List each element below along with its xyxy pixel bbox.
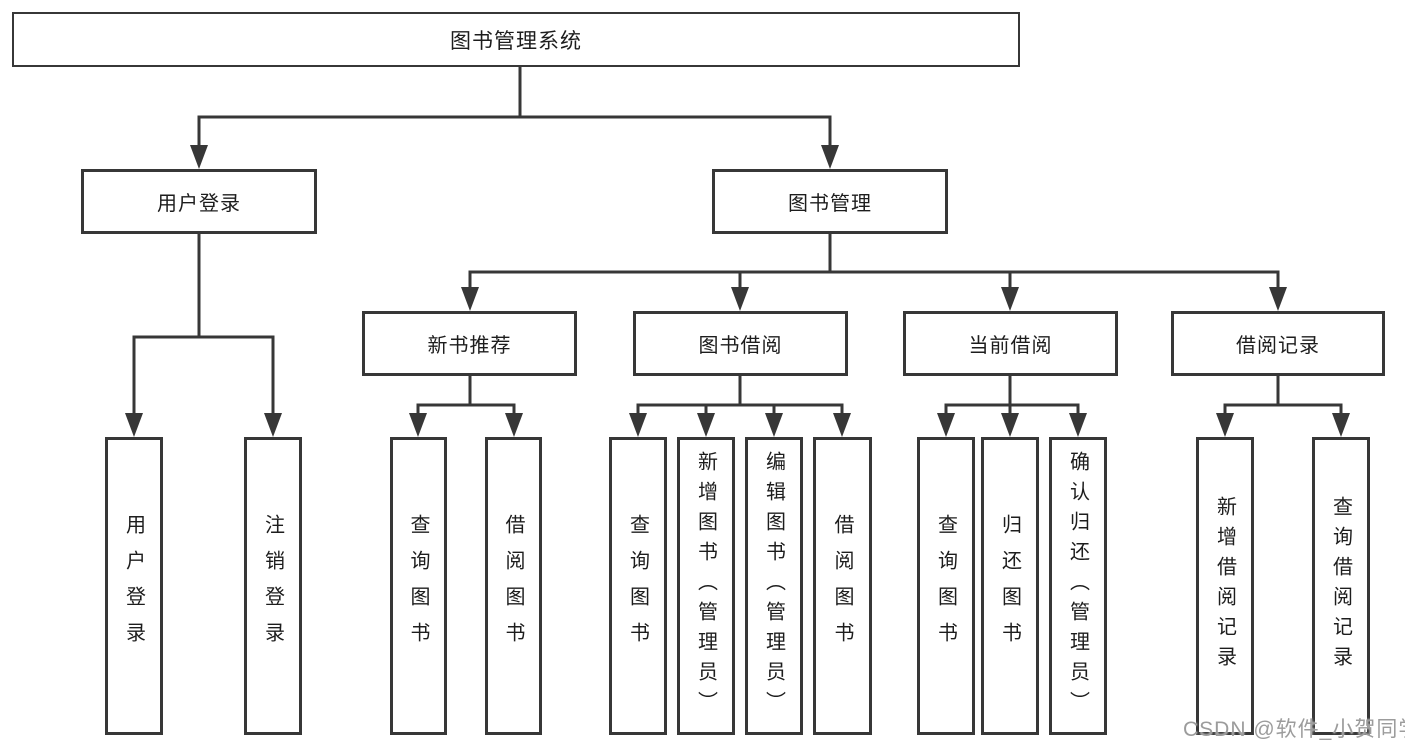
node-current-borrowing-label: 当前借阅	[968, 335, 1053, 357]
node-br-add-record-label: 新增借阅记录	[1213, 496, 1236, 676]
node-nb-query-books: 查询图书	[390, 437, 447, 735]
node-root-label: 图书管理系统	[450, 29, 582, 53]
node-bb-edit-books-admin-label: 编辑图书（管理员）	[762, 451, 785, 721]
node-cb-confirm-return-admin: 确认归还（管理员）	[1049, 437, 1107, 735]
node-book-borrowing: 图书借阅	[633, 311, 848, 376]
node-nb-borrow-books: 借阅图书	[485, 437, 542, 735]
node-cb-query-books: 查询图书	[917, 437, 975, 735]
node-cb-confirm-return-admin-label: 确认归还（管理员）	[1066, 451, 1089, 721]
node-cb-query-books-label: 查询图书	[934, 514, 957, 658]
node-book-management: 图书管理	[712, 169, 948, 234]
node-book-management-label: 图书管理	[788, 193, 872, 215]
node-user-login-label: 用户登录	[157, 193, 241, 215]
node-br-add-record: 新增借阅记录	[1196, 437, 1254, 735]
node-logout-action-label: 注销登录	[261, 514, 284, 658]
node-bb-add-books-admin-label: 新增图书（管理员）	[694, 451, 717, 721]
csdn-watermark: CSDN @软件_小贺同学	[1183, 718, 1405, 741]
node-br-query-record-label: 查询借阅记录	[1329, 496, 1352, 676]
node-bb-query-books: 查询图书	[609, 437, 667, 735]
node-bb-query-books-label: 查询图书	[626, 514, 649, 658]
node-bb-add-books-admin: 新增图书（管理员）	[677, 437, 735, 735]
node-cb-return-books-label: 归还图书	[998, 514, 1021, 658]
node-user-login: 用户登录	[81, 169, 317, 234]
node-login-action-label: 用户登录	[122, 514, 145, 658]
node-nb-query-books-label: 查询图书	[407, 514, 429, 658]
node-cb-return-books: 归还图书	[981, 437, 1039, 735]
node-bb-borrow-books: 借阅图书	[813, 437, 872, 735]
node-logout-action: 注销登录	[244, 437, 302, 735]
node-borrow-records-label: 借阅记录	[1236, 335, 1320, 357]
node-new-book-recommend: 新书推荐	[362, 311, 577, 376]
node-nb-borrow-books-label: 借阅图书	[502, 514, 524, 658]
node-current-borrowing: 当前借阅	[903, 311, 1118, 376]
node-bb-borrow-books-label: 借阅图书	[831, 514, 853, 658]
node-new-book-recommend-label: 新书推荐	[427, 335, 512, 357]
node-root: 图书管理系统	[12, 12, 1020, 67]
node-login-action: 用户登录	[105, 437, 163, 735]
node-br-query-record: 查询借阅记录	[1312, 437, 1370, 735]
node-bb-edit-books-admin: 编辑图书（管理员）	[745, 437, 803, 735]
node-book-borrowing-label: 图书借阅	[698, 335, 783, 357]
node-borrow-records: 借阅记录	[1171, 311, 1385, 376]
